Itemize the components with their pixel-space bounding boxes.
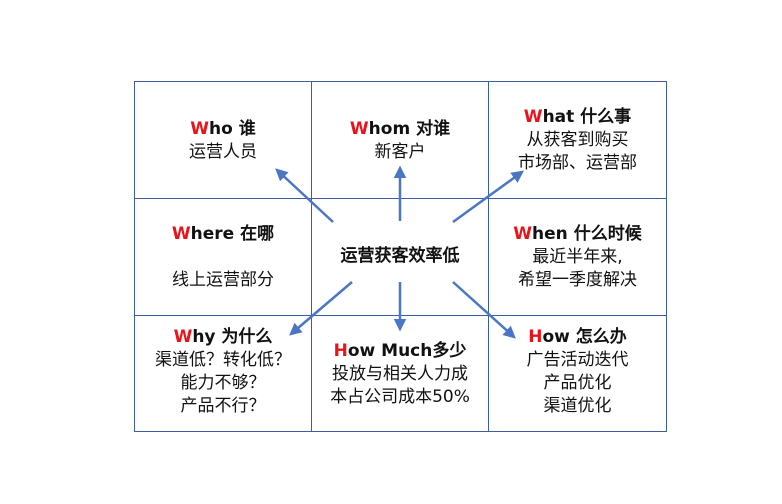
why-line-3: 产品不行？ <box>180 396 266 416</box>
cell-why: Why 为什么 渠道低？转化低？ 能力不够？ 产品不行？ <box>135 316 312 431</box>
howmuch-line-1: 投放与相关人力成 <box>332 364 468 384</box>
whom-line-1: 新客户 <box>374 142 426 162</box>
where-line-1: 线上运营部分 <box>172 270 274 290</box>
how-line-1: 广告活动迭代 <box>526 350 629 370</box>
whom-title: Whom 对谁 <box>350 118 450 141</box>
what-line-2: 市场部、运营部 <box>518 153 637 173</box>
who-line-1: 运营人员 <box>189 142 257 162</box>
what-letter: W <box>523 107 543 127</box>
when-rest: hen 什么时候 <box>532 224 642 244</box>
when-title: When 什么时候 <box>513 223 641 246</box>
5w2h-grid: Who 谁 运营人员 Whom 对谁 新客户 What 什么事 从获客到购买 市… <box>134 81 667 432</box>
cell-when: When 什么时候 最近半年来, 希望一季度解决 <box>489 199 666 316</box>
how-title: How 怎么办 <box>528 326 627 349</box>
why-rest: hy 为什么 <box>192 327 273 347</box>
cell-how: How 怎么办 广告活动迭代 产品优化 渠道优化 <box>489 316 666 431</box>
what-title: What 什么事 <box>524 106 631 129</box>
who-letter: W <box>190 119 210 139</box>
who-title: Who 谁 <box>190 118 255 141</box>
howmuch-letter: H <box>333 341 348 361</box>
why-title: Why 为什么 <box>174 326 273 349</box>
who-rest: ho 谁 <box>209 119 256 139</box>
what-rest: hat 什么事 <box>542 107 632 127</box>
why-letter: W <box>173 327 193 347</box>
center-problem: 运营获客效率低 <box>340 246 460 266</box>
cell-center: 运营获客效率低 <box>312 199 489 316</box>
whom-letter: W <box>349 119 369 139</box>
cell-what: What 什么事 从获客到购买 市场部、运营部 <box>489 82 666 199</box>
how-rest: ow 怎么办 <box>542 327 627 347</box>
where-letter: W <box>171 224 191 244</box>
cell-who: Who 谁 运营人员 <box>135 82 312 199</box>
when-line-1: 最近半年来, <box>532 247 623 267</box>
howmuch-title: How Much多少 <box>334 340 467 363</box>
why-line-2: 能力不够？ <box>180 373 266 393</box>
where-rest: here 在哪 <box>190 224 275 244</box>
how-line-3: 渠道优化 <box>543 396 612 416</box>
howmuch-line-2: 本占公司成本50% <box>330 387 470 407</box>
how-letter: H <box>528 327 543 347</box>
when-line-2: 希望一季度解决 <box>518 270 637 290</box>
why-line-1: 渠道低？转化低？ <box>155 350 291 370</box>
how-line-2: 产品优化 <box>543 373 612 393</box>
cell-where: Where 在哪 线上运营部分 <box>135 199 312 316</box>
where-title: Where 在哪 <box>172 223 274 246</box>
whom-rest: hom 对谁 <box>368 119 451 139</box>
when-letter: W <box>513 224 533 244</box>
howmuch-rest: ow Much多少 <box>347 341 467 361</box>
cell-howmuch: How Much多少 投放与相关人力成 本占公司成本50% <box>312 316 489 431</box>
cell-whom: Whom 对谁 新客户 <box>312 82 489 199</box>
what-line-1: 从获客到购买 <box>526 130 629 150</box>
